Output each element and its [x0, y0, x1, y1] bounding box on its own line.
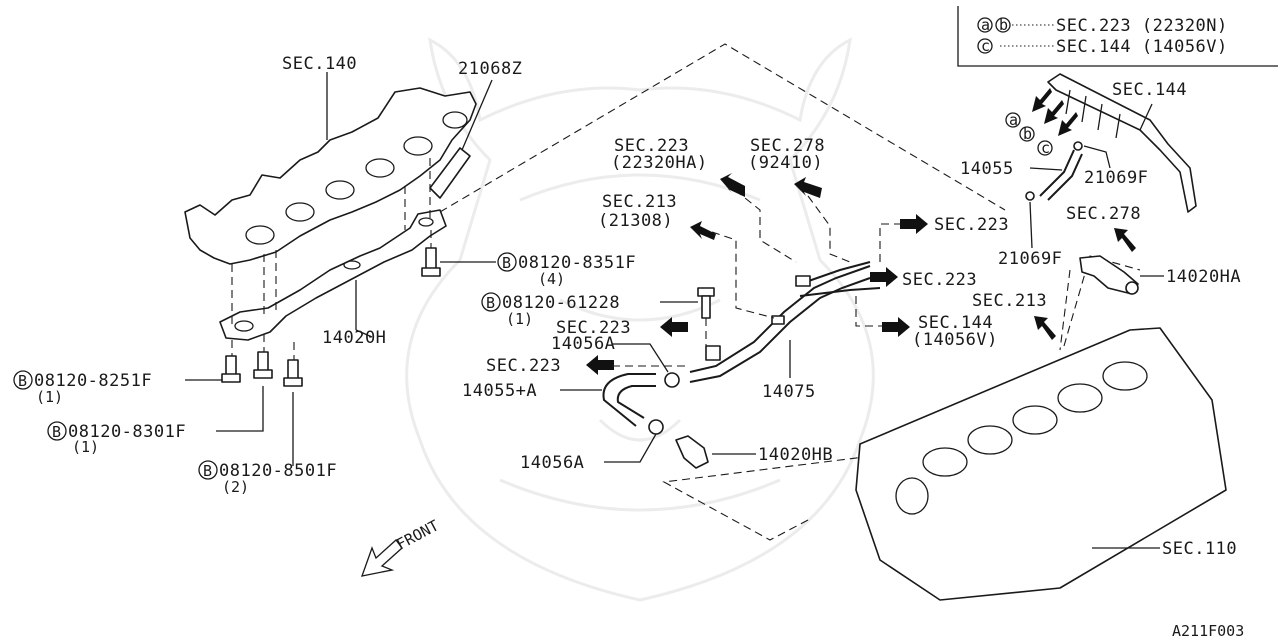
label-sec144-top: SEC.144 [1112, 80, 1187, 100]
hose-14055 [1025, 141, 1083, 201]
intake-manifold [184, 87, 477, 265]
part-14020ha [1079, 255, 1139, 295]
bolt-code-3: 08120-8251F [34, 371, 152, 391]
label-21069f-a: 21069F [1084, 168, 1148, 188]
hose-14055a [602, 372, 680, 435]
bolt-mark-2: B [486, 294, 495, 312]
rail-arrows [1032, 88, 1078, 136]
label-sec144-14056v-2: (14056V) [912, 330, 998, 350]
label-sec213-21308-2: (21308) [598, 211, 673, 231]
figure-code: A211F003 [1172, 622, 1244, 639]
bolt-code-5: 08120-8501F [219, 461, 337, 481]
label-sec213-r: SEC.213 [972, 291, 1047, 311]
watermark-emblem [405, 37, 875, 602]
label-front: FRONT [393, 516, 441, 553]
dashed-outline [439, 43, 1006, 541]
bolt-qty-4: (1) [72, 438, 99, 456]
pipe-mark-a: a [1009, 111, 1018, 129]
bolt-8351f [421, 247, 441, 277]
part-21068z [429, 147, 471, 199]
label-sec223-22320ha-1: SEC.223 [614, 136, 689, 156]
bolt-code-4: 08120-8301F [68, 422, 186, 442]
pipe-mark-b: b [1023, 125, 1032, 143]
label-sec213-21308-1: SEC.213 [602, 192, 677, 212]
bolt-mark-3: B [18, 372, 27, 390]
label-14055a: 14055+A [462, 381, 537, 401]
label-sec278-92410-1: SEC.278 [750, 136, 825, 156]
front-arrow [361, 539, 403, 577]
label-14056a-2: 14056A [520, 453, 584, 473]
label-14020hb: 14020HB [758, 445, 833, 465]
label-sec223-22320ha-2: (22320HA) [611, 153, 708, 173]
legend-mark-b: b [999, 16, 1008, 34]
label-14020ha: 14020HA [1166, 267, 1241, 287]
bolt-qty-1: (4) [538, 270, 565, 288]
bolt-mark-5: B [203, 462, 212, 480]
legend-box: a b SEC.223 (22320N) c SEC.144 (14056V) [957, 6, 1278, 67]
legend-row1-text: SEC.223 (22320N) [1056, 16, 1228, 36]
label-14075: 14075 [762, 382, 816, 402]
label-sec223-r1: SEC.223 [934, 215, 1009, 235]
water-pipe-14075 [689, 261, 881, 383]
fuel-rail [1047, 73, 1197, 213]
label-sec223-r2: SEC.223 [902, 270, 977, 290]
cylinder-head [855, 327, 1227, 601]
label-sec110: SEC.110 [1162, 539, 1237, 559]
pipe-mark-c: c [1041, 139, 1050, 157]
bolt-code-1: 08120-8351F [518, 253, 636, 273]
label-sec140: SEC.140 [282, 54, 357, 74]
label-14056a-1: 14056A [551, 334, 615, 354]
label-14020h: 14020H [322, 328, 386, 348]
bolt-code-2: 08120-61228 [502, 293, 620, 313]
label-sec223-m1: SEC.223 [556, 318, 631, 338]
bolt-mark-4: B [52, 423, 61, 441]
label-sec223-m2: SEC.223 [486, 356, 561, 376]
legend-row2-text: SEC.144 (14056V) [1056, 37, 1228, 57]
part-14020hb [675, 435, 709, 469]
label-21068z: 21068Z [458, 59, 522, 79]
label-21069f-b: 21069F [998, 249, 1062, 269]
bolt-qty-2: (1) [506, 310, 533, 328]
label-14055: 14055 [960, 159, 1014, 179]
bolt-qty-3: (1) [36, 388, 63, 406]
bolts-lower [221, 351, 303, 387]
bolt-mark-1: B [502, 254, 511, 272]
legend-mark-a: a [981, 16, 990, 34]
label-sec278-r: SEC.278 [1066, 204, 1141, 224]
bolt-qty-5: (2) [222, 478, 249, 496]
legend-mark-c: c [981, 37, 990, 55]
label-sec278-92410-2: (92410) [748, 153, 823, 173]
label-sec144-14056v-1: SEC.144 [918, 313, 993, 333]
sec-arrows [586, 173, 1136, 375]
